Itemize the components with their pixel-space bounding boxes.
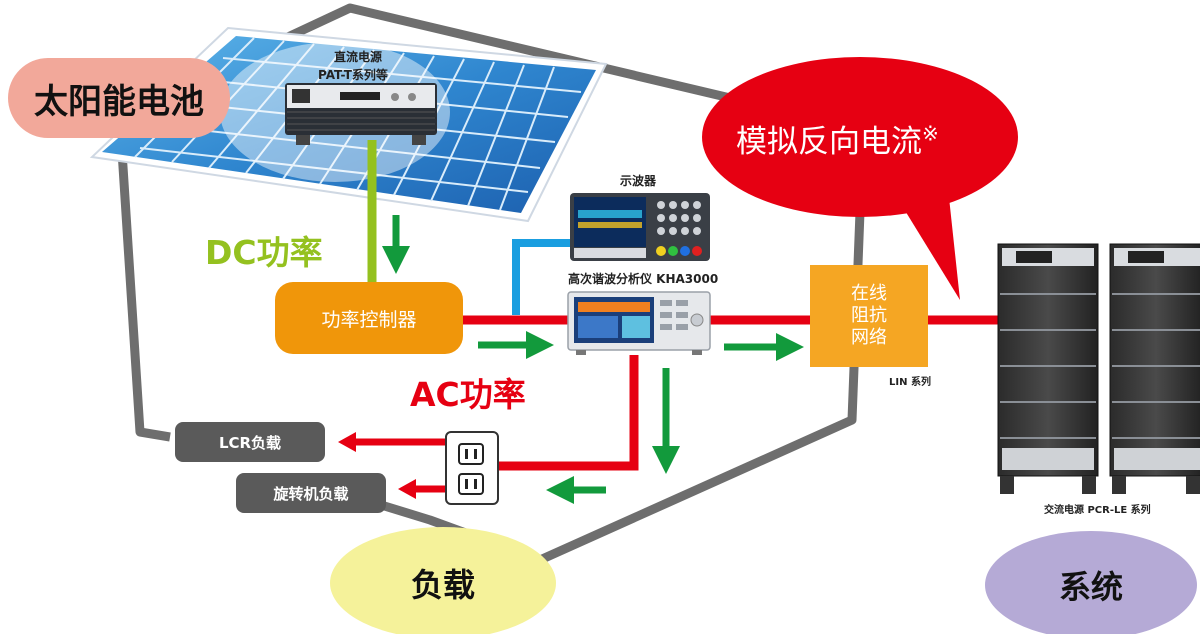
oscilloscope-label: 示波器 [620,174,657,188]
solar-cell-label: 太阳能电池 [8,58,230,138]
dc-source-label: 直流电源 [334,50,383,64]
reverse-current-label: 模拟反向电流※ [736,116,939,161]
load-label: 负载 [330,527,556,634]
callout-bubble [702,57,1018,217]
lin-line-3: 网络 [851,327,887,348]
lin-series-label: LIN 系列 [889,377,931,388]
harmonic-analyzer-label: 高次谐波分析仪 KHA3000 [568,272,719,286]
power-controller-box: 功率控制器 [275,282,463,354]
flow-arrows [478,331,804,504]
power-controller-label: 功率控制器 [321,308,417,331]
reverse-current-mark: ※ [922,121,939,146]
ac-power-lines [463,315,1000,471]
ac-source-label: 交流电源 PCR-LE 系列 [1044,505,1151,516]
reverse-current-text: 模拟反向电流 [736,124,922,160]
dc-power-label: DC功率 [205,233,323,272]
solar-cell-text: 太阳能电池 [34,81,204,122]
load-arrows [338,432,445,499]
ac-source-racks [997,243,1200,494]
oscilloscope-device [570,193,710,261]
lcr-load-tag: LCR负载 [175,422,325,462]
lcr-load-label: LCR负载 [218,433,282,452]
system-text: 系统 [1058,568,1123,606]
ac-power-label: AC功率 [410,375,526,414]
load-text: 负载 [410,566,475,604]
rotating-load-tag: 旋转机负载 [236,473,386,513]
signal-line [512,239,570,315]
outlet-icon [445,431,499,505]
system-label: 系统 [985,531,1197,634]
lin-line-2: 阻抗 [851,305,887,326]
rotating-load-label: 旋转机负载 [273,484,349,503]
harmonic-analyzer-device [567,291,711,355]
lin-box: 在线 阻抗 网络 [810,265,928,367]
dc-source-series-label: PAT-T系列等 [318,68,388,82]
lin-line-1: 在线 [851,283,887,304]
